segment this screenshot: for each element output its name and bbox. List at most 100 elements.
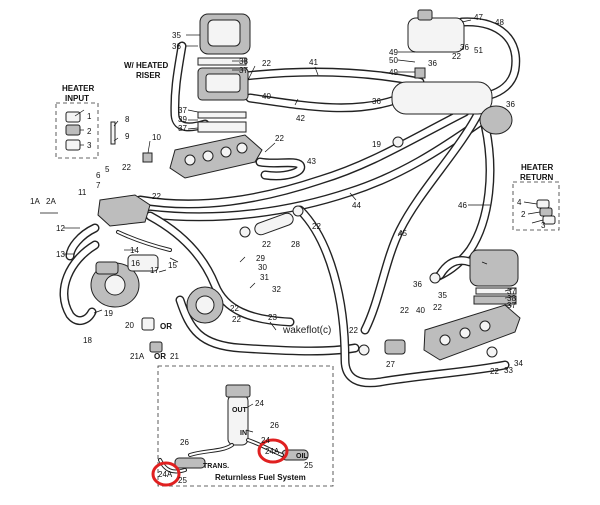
caption-in: IN	[240, 430, 247, 437]
callout-39: 39	[178, 115, 187, 124]
caption-out: OUT	[232, 407, 248, 414]
callout-40: 40	[416, 306, 425, 315]
callout-49: 49	[389, 48, 398, 57]
callout-24: 24	[261, 436, 270, 445]
caption-trans: TRANS.	[203, 463, 229, 470]
heat-exchanger	[391, 81, 493, 115]
captions: W/ HEATED RISER HEATER INPUT HEATER RETU…	[62, 61, 554, 482]
fuel-filter-canister	[227, 394, 249, 446]
heater-return-fitting-2	[539, 207, 553, 217]
callout-36: 36	[172, 42, 181, 51]
heater-input-fitting-1	[65, 111, 81, 123]
callout-22: 22	[433, 303, 442, 312]
callout-2: 2	[87, 127, 92, 136]
caption-returnless-fuel-system: Returnless Fuel System	[215, 473, 306, 482]
callout-40: 40	[262, 92, 271, 101]
highlight-24A-left	[151, 461, 181, 487]
right-riser-elbow	[469, 249, 519, 287]
callout-45: 45	[398, 229, 407, 238]
fuel-system-inset	[158, 384, 309, 474]
thermostat-housing	[97, 194, 151, 227]
callout-34: 34	[514, 359, 523, 368]
callout-22: 22	[232, 315, 241, 324]
callout-22: 22	[312, 222, 321, 231]
hose-28	[254, 212, 294, 236]
callout-42: 42	[296, 114, 305, 123]
callout-numbers: 35 36 38 37 22 40 41 42 37 39 37 22 4 3 8…	[30, 13, 546, 485]
callout-24A: 24A	[158, 470, 173, 479]
riser-gasket-38	[197, 57, 247, 66]
callout-16: 16	[131, 259, 140, 268]
callout-2A: 2A	[46, 197, 56, 206]
caption-or-1: OR	[160, 322, 172, 331]
callout-36: 36	[506, 100, 515, 109]
callout-13: 13	[56, 250, 65, 259]
callout-4: 4	[517, 198, 522, 207]
callout-22: 22	[452, 52, 461, 61]
callout-1: 1	[87, 112, 92, 121]
watermark: wakeflot(c)	[282, 325, 331, 336]
callout-25: 25	[178, 476, 187, 485]
callout-7: 7	[96, 181, 101, 190]
fitting-20	[141, 317, 155, 331]
callout-22: 22	[262, 59, 271, 68]
callout-8: 8	[125, 115, 130, 124]
callout-30: 30	[258, 263, 267, 272]
callout-36: 36	[413, 280, 422, 289]
caption-heater-return-2: RETURN	[520, 173, 554, 182]
callout-20: 20	[125, 321, 134, 330]
callout-1A: 1A	[30, 197, 40, 206]
callout-14: 14	[130, 246, 139, 255]
exhaust-manifold-right	[423, 304, 521, 361]
callout-22: 22	[262, 240, 271, 249]
callout-10: 10	[152, 133, 161, 142]
callout-37: 37	[178, 124, 187, 133]
returnless-fuel-system-box	[157, 365, 334, 487]
callout-9: 9	[125, 132, 130, 141]
callout-22: 22	[490, 367, 499, 376]
callout-33: 33	[504, 366, 513, 375]
callout-11: 11	[78, 188, 87, 197]
callout-37: 37	[239, 66, 248, 75]
callout-38: 38	[507, 294, 516, 303]
coolant-reservoir	[407, 17, 465, 53]
riser-gasket-39	[197, 111, 247, 119]
caption-heated-riser-2: RISER	[136, 71, 161, 80]
callout-3: 3	[541, 221, 546, 230]
bolt-8	[110, 121, 116, 145]
callout-36: 36	[460, 43, 469, 52]
callout-27: 27	[386, 360, 395, 369]
fitting-27	[384, 339, 406, 355]
callout-23: 23	[268, 313, 277, 322]
callout-12: 12	[56, 224, 65, 233]
highlight-24A-right	[257, 438, 289, 464]
callout-35: 35	[438, 291, 447, 300]
heater-input-box	[55, 102, 99, 159]
callout-28: 28	[291, 240, 300, 249]
caption-oil: OIL	[296, 453, 308, 460]
callout-15: 15	[168, 261, 177, 270]
callout-51: 51	[474, 46, 483, 55]
callout-22: 22	[230, 304, 239, 313]
callout-29: 29	[256, 254, 265, 263]
callout-46: 46	[458, 201, 467, 210]
hoses	[59, 17, 521, 388]
callout-21A: 21A	[130, 352, 145, 361]
exhaust-manifold-left	[169, 134, 263, 179]
callout-24: 24	[255, 399, 264, 408]
callout-31: 31	[260, 273, 269, 282]
heater-return-box	[512, 181, 560, 231]
callout-25: 25	[304, 461, 313, 470]
callout-36: 36	[372, 97, 381, 106]
callout-19: 19	[372, 140, 381, 149]
caption-heated-riser-1: W/ HEATED	[124, 61, 169, 70]
callout-38: 38	[239, 57, 248, 66]
callout-26: 26	[180, 438, 189, 447]
leader-lines	[40, 19, 544, 433]
caption-heater-return-1: HEATER	[521, 163, 554, 172]
callout-35: 35	[172, 31, 181, 40]
callout-37: 37	[178, 106, 187, 115]
callout-41: 41	[309, 58, 318, 67]
callout-19: 19	[104, 309, 113, 318]
